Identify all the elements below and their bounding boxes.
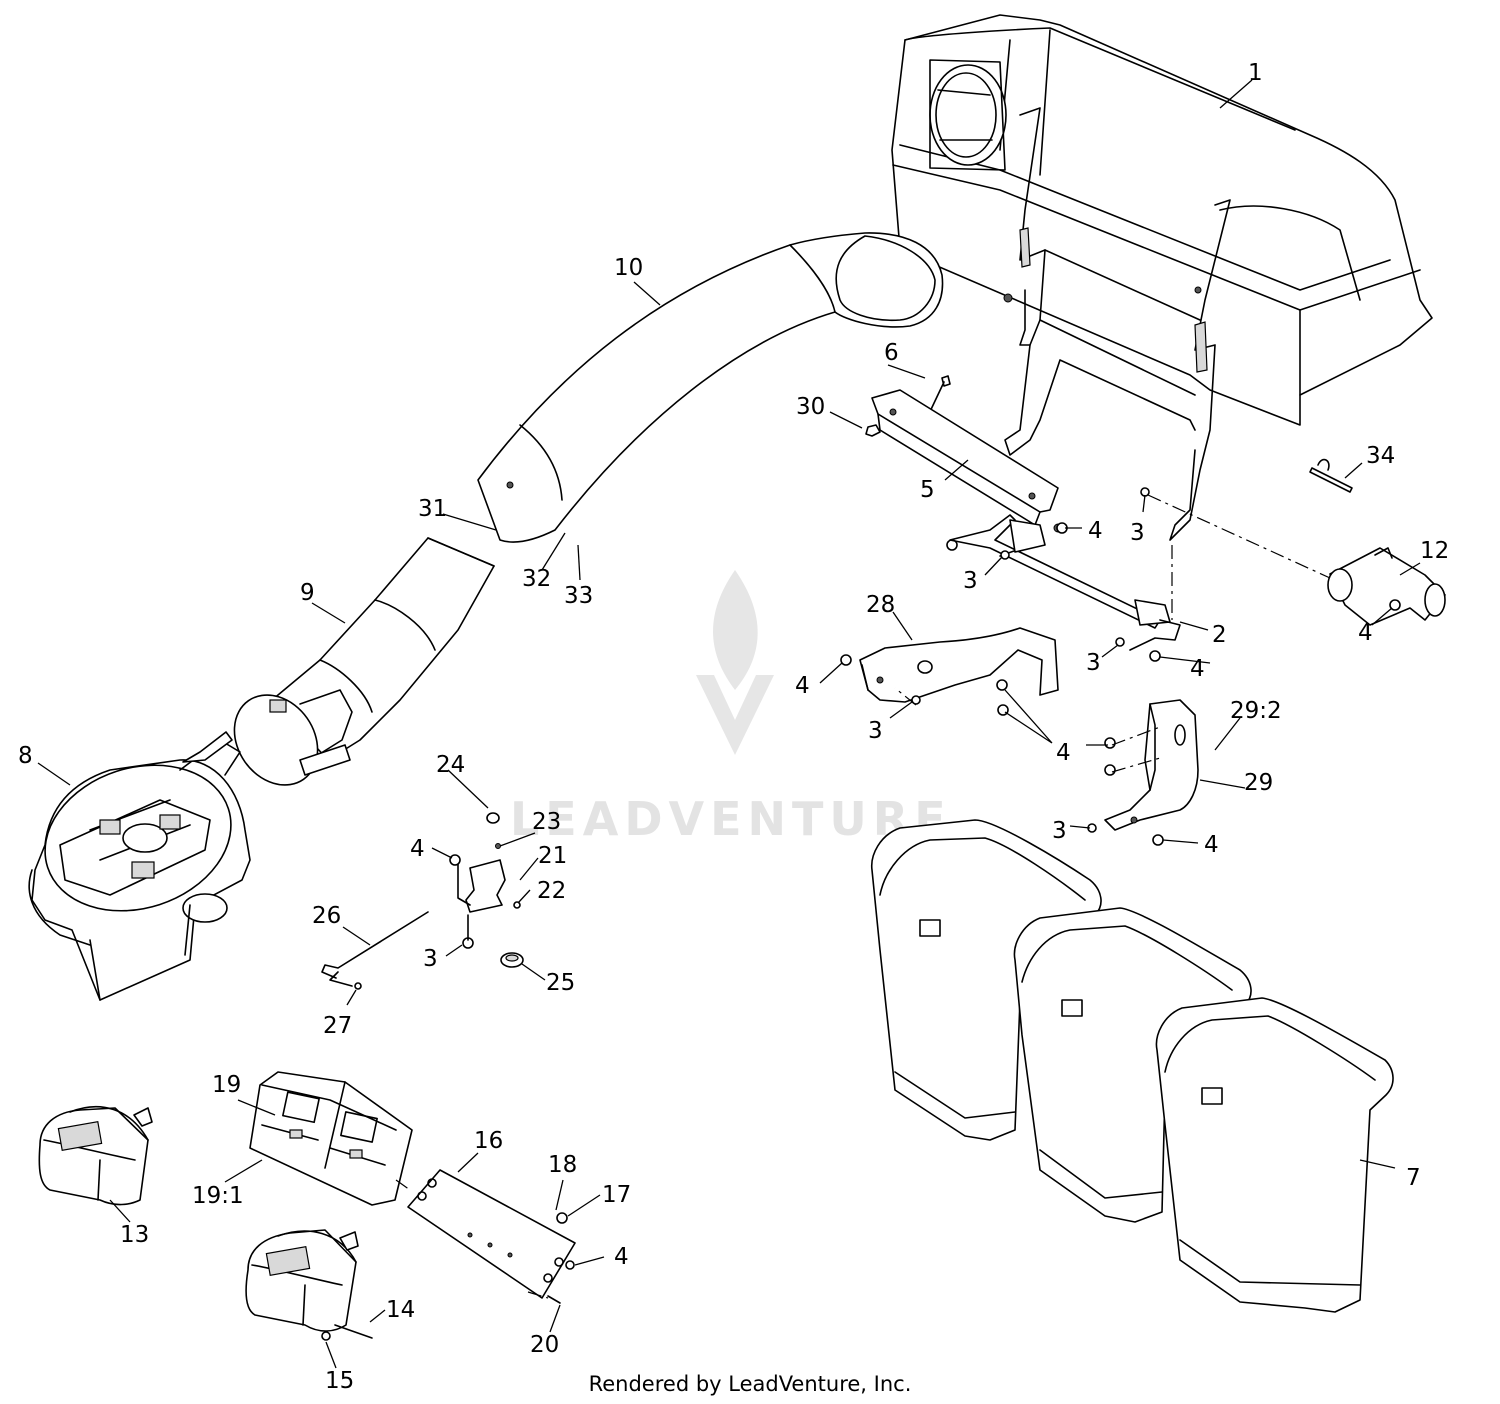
part-bags-7[interactable] [871, 819, 1394, 1313]
watermark: LEADVENTURE [510, 570, 952, 846]
part-bolt-6[interactable] [925, 375, 951, 421]
callout-24[interactable]: 24 [436, 752, 465, 778]
part-angle-bracket-5[interactable] [871, 389, 1059, 526]
callout-30[interactable]: 30 [796, 394, 825, 420]
callout-31[interactable]: 31 [418, 496, 447, 522]
callout-4[interactable]: 4 [614, 1244, 629, 1270]
part-nut-30[interactable] [865, 424, 881, 437]
part-pin-34[interactable] [1309, 458, 1353, 493]
part-bracket-29[interactable] [1104, 699, 1199, 831]
part-chute-tube-10[interactable] [477, 232, 944, 543]
callout-1[interactable]: 1 [1248, 60, 1263, 86]
callout-4[interactable]: 4 [1204, 832, 1219, 858]
callout-34[interactable]: 34 [1366, 443, 1395, 469]
part-plate-16[interactable] [395, 1169, 576, 1304]
callout-14[interactable]: 14 [386, 1297, 415, 1323]
callout-3[interactable]: 3 [1130, 520, 1145, 546]
part-rod-2[interactable] [946, 514, 1181, 651]
part-cap-25[interactable] [500, 952, 524, 968]
callout-19-1[interactable]: 19:1 [192, 1183, 244, 1209]
callout-19[interactable]: 19 [212, 1072, 241, 1098]
callout-12[interactable]: 12 [1420, 538, 1449, 564]
callout-5[interactable]: 5 [920, 477, 935, 503]
callout-20[interactable]: 20 [530, 1332, 559, 1358]
part-clamp-12[interactable] [1327, 547, 1446, 626]
callout-33[interactable]: 33 [564, 583, 593, 609]
part-rod-26[interactable] [321, 911, 429, 990]
callout-16[interactable]: 16 [474, 1128, 503, 1154]
part-latch-assembly-21[interactable] [449, 812, 521, 949]
callout-18[interactable]: 18 [548, 1152, 577, 1178]
assembly-lines [894, 494, 1331, 773]
callout-28[interactable]: 28 [866, 592, 895, 618]
part-battery-14[interactable] [245, 1229, 373, 1341]
callout-4[interactable]: 4 [1190, 656, 1205, 682]
callout-32[interactable]: 32 [522, 566, 551, 592]
callout-3[interactable]: 3 [868, 718, 883, 744]
part-lower-tube-9[interactable] [217, 537, 495, 801]
callout-9[interactable]: 9 [300, 580, 315, 606]
callout-29[interactable]: 29 [1244, 770, 1273, 796]
watermark-text: LEADVENTURE [510, 792, 952, 846]
callout-4[interactable]: 4 [795, 673, 810, 699]
part-panel-19[interactable] [249, 1071, 413, 1206]
callout-25[interactable]: 25 [546, 970, 575, 996]
callout-7[interactable]: 7 [1406, 1165, 1421, 1191]
callout-3[interactable]: 3 [1052, 818, 1067, 844]
callout-6[interactable]: 6 [884, 340, 899, 366]
callout-3[interactable]: 3 [1086, 650, 1101, 676]
leader-lines [37, 79, 1421, 1369]
footer-credit: Rendered by LeadVenture, Inc. [588, 1372, 912, 1396]
callout-26[interactable]: 26 [312, 903, 341, 929]
callout-23[interactable]: 23 [532, 809, 561, 835]
callout-13[interactable]: 13 [120, 1222, 149, 1248]
callout-4[interactable]: 4 [1056, 740, 1071, 766]
callout-10[interactable]: 10 [614, 255, 643, 281]
callout-29-2[interactable]: 29:2 [1230, 698, 1282, 724]
callout-15[interactable]: 15 [325, 1368, 354, 1394]
callout-27[interactable]: 27 [323, 1013, 352, 1039]
callout-22[interactable]: 22 [537, 878, 566, 904]
part-blower-housing-8[interactable] [26, 731, 251, 1001]
hardware-fasteners [840, 487, 1401, 846]
callout-8[interactable]: 8 [18, 743, 33, 769]
watermark-logo [696, 570, 774, 755]
callout-4[interactable]: 4 [410, 836, 425, 862]
callout-4[interactable]: 4 [1088, 518, 1103, 544]
part-battery-13[interactable] [38, 1105, 153, 1206]
callout-4[interactable]: 4 [1358, 620, 1373, 646]
part-hopper-cover[interactable] [891, 14, 1433, 541]
callout-3[interactable]: 3 [963, 568, 978, 594]
callout-3[interactable]: 3 [423, 946, 438, 972]
part-bracket-28[interactable] [859, 627, 1059, 703]
callout-17[interactable]: 17 [602, 1182, 631, 1208]
callouts: 1 2 3 3 3 3 3 3 4 4 4 4 4 4 4 4 5 6 7 8 … [18, 60, 1449, 1394]
callout-2[interactable]: 2 [1212, 622, 1227, 648]
callout-21[interactable]: 21 [538, 843, 567, 869]
